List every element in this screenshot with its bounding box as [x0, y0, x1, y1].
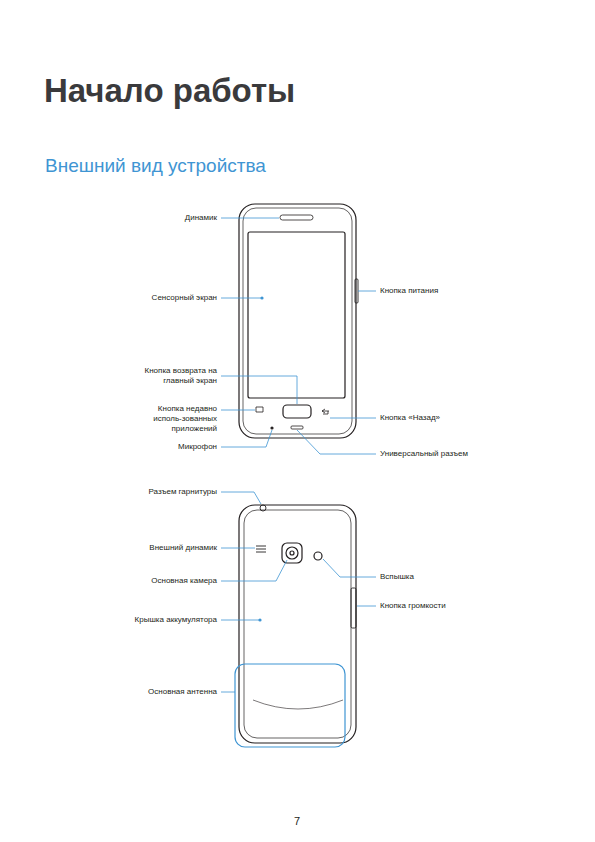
part-label: Сенсорный экран [152, 293, 217, 303]
page-title: Начало работы [44, 72, 295, 110]
part-label: Основная камера [151, 576, 217, 586]
part-label: Внешний динамик [149, 543, 217, 553]
part-label: Основная антенна [148, 687, 217, 697]
part-label: Кнопка возврата на главный экран [125, 366, 217, 386]
part-label: Разъем гарнитуры [149, 487, 217, 497]
antenna-area [235, 664, 345, 747]
leader-lines [221, 218, 376, 692]
leader-dots [258, 296, 263, 621]
part-label: Кнопка «Назад» [380, 413, 440, 423]
page-number: 7 [294, 815, 300, 827]
part-label: Универсальный разъем [380, 449, 468, 459]
phone-back [239, 505, 356, 743]
part-label: Микрофон [178, 442, 217, 452]
phone-front [239, 204, 358, 438]
part-label: Кнопка громкости [380, 601, 446, 611]
part-label: Динамик [185, 213, 217, 223]
part-label: Кнопка недавно исполь-зованных приложени… [137, 404, 217, 434]
section-heading: Внешний вид устройства [45, 155, 266, 177]
part-label: Кнопка питания [380, 286, 438, 296]
part-label: Крышка аккумулятора [135, 615, 217, 625]
part-label: Вспышка [380, 572, 414, 582]
